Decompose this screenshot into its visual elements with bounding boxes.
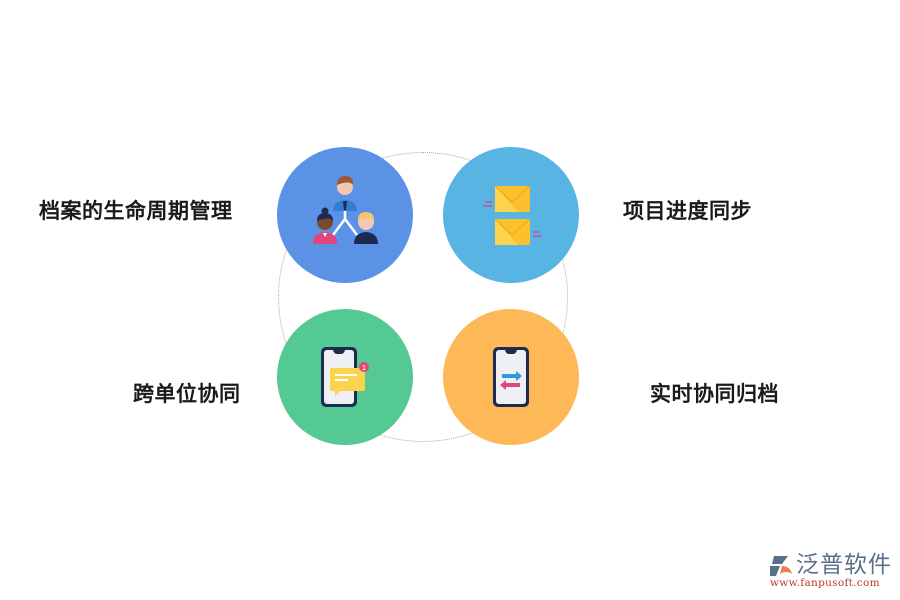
watermark-logo: 泛普软件 www.fanpusoft.com	[768, 552, 894, 592]
phone-message-icon: 1	[321, 347, 369, 407]
dotted-ring-connector	[278, 152, 568, 442]
fanpu-logo-icon	[770, 556, 792, 576]
node-cross-unit-collaboration: 1	[277, 309, 413, 445]
label-cross-unit-collaboration: 跨单位协同	[133, 382, 241, 406]
notification-badge: 1	[362, 364, 366, 372]
envelopes-icon	[483, 185, 542, 245]
label-project-progress-sync: 项目进度同步	[623, 199, 752, 223]
label-realtime-archiving: 实时协同归档	[650, 382, 779, 406]
label-lifecycle-management: 档案的生命周期管理	[39, 199, 233, 223]
watermark-name: 泛普软件	[796, 552, 892, 578]
phone-transfer-icon	[493, 347, 529, 407]
watermark-url: www.fanpusoft.com	[770, 577, 880, 589]
node-realtime-archiving	[443, 309, 579, 445]
node-project-progress-sync	[443, 147, 579, 283]
node-lifecycle-management	[277, 147, 413, 283]
team-hierarchy-icon	[313, 176, 378, 244]
